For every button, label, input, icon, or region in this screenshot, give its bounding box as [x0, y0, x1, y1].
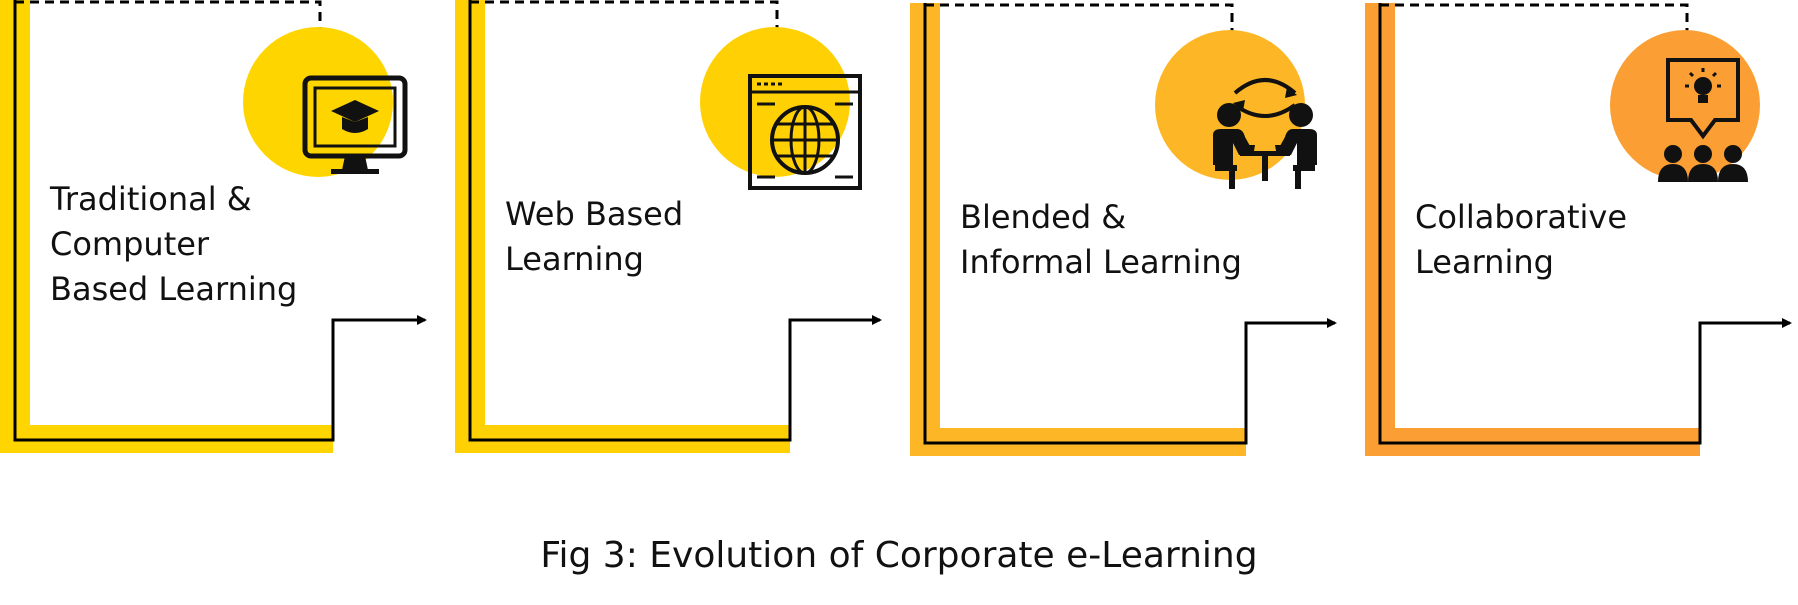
dashed-connector	[1380, 3, 1689, 31]
web-browser-globe-icon	[748, 74, 862, 190]
step-label: Web Based Learning	[505, 195, 693, 278]
step-web-based: Web Based Learning	[455, 0, 882, 453]
step-black-outline	[1378, 3, 1792, 445]
step-blended-informal: Blended & Informal Learning	[910, 3, 1337, 456]
step-black-outline	[468, 0, 882, 442]
step-black-outline	[13, 0, 427, 442]
step-label: Traditional & Computer Based Learning	[49, 180, 297, 308]
dashed-connector	[15, 0, 322, 28]
dashed-connector	[925, 3, 1234, 31]
figure-caption: Fig 3: Evolution of Corporate e-Learning	[540, 535, 1258, 576]
icon-circle	[243, 27, 393, 177]
step-label: Collaborative Learning	[1415, 198, 1637, 281]
two-people-conversation-icon	[1213, 78, 1317, 189]
icon-circle	[1610, 30, 1760, 180]
step-black-outline	[923, 3, 1337, 445]
step-label: Blended & Informal Learning	[960, 198, 1242, 281]
step-collaborative: Collaborative Learning	[1365, 3, 1792, 456]
audience-idea-presentation-icon	[1658, 58, 1748, 182]
step-traditional-computer-based: Traditional & Computer Based Learning	[0, 0, 427, 453]
dashed-connector	[470, 0, 779, 28]
evolution-diagram: Traditional & Computer Based Learning We…	[0, 0, 1792, 456]
computer-graduation-cap-icon	[302, 75, 408, 174]
